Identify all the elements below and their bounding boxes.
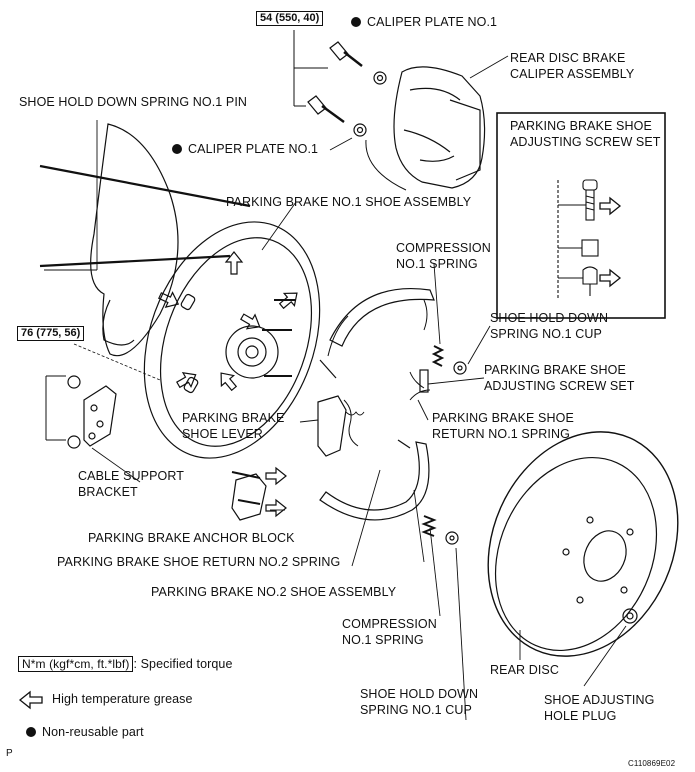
- rear-disc-caliper-label-2: CALIPER ASSEMBLY: [510, 67, 635, 81]
- compression-top-label-2: NO.1 SPRING: [396, 257, 478, 271]
- caliper-bolts: [293, 30, 387, 137]
- hold-cup-bottom-label-2: SPRING NO.1 CUP: [360, 703, 472, 717]
- lever-label-1: PARKING BRAKE: [182, 411, 285, 425]
- footer-left-mark: P: [6, 748, 13, 759]
- rear-disc: [487, 431, 679, 657]
- springs: [409, 345, 467, 545]
- rear-disc-label: REAR DISC: [490, 663, 559, 677]
- no1-shoe-assembly-label: PARKING BRAKE NO.1 SHOE ASSEMBLY: [226, 195, 472, 209]
- compression-bottom-label-2: NO.1 SPRING: [342, 633, 424, 647]
- non-reusable-dot-icon: [172, 144, 182, 154]
- caliper-plate-top-label: CALIPER PLATE NO.1: [351, 14, 497, 30]
- rear-disc-caliper-label-1: REAR DISC BRAKE: [510, 51, 626, 65]
- torque-legend-text: : Specified torque: [133, 657, 233, 671]
- footer-code: C110869E02: [628, 759, 676, 768]
- inset-title-1: PARKING BRAKE SHOE: [510, 119, 652, 133]
- cable-support-bracket: [45, 343, 161, 449]
- caliper-assembly: [365, 55, 509, 191]
- plug-label-2: HOLE PLUG: [544, 709, 617, 723]
- anchor-block: [231, 466, 287, 521]
- caliper-plate-top-text: CALIPER PLATE NO.1: [367, 15, 498, 29]
- lever-label-2: SHOE LEVER: [182, 427, 263, 441]
- caliper-plate-mid-text: CALIPER PLATE NO.1: [188, 142, 319, 156]
- leader-lines: [91, 137, 627, 721]
- steering-knuckle: [39, 120, 251, 357]
- no2-shoe-assembly-label: PARKING BRAKE NO.2 SHOE ASSEMBLY: [151, 585, 397, 599]
- caliper-plate-mid-label: CALIPER PLATE NO.1: [172, 141, 318, 157]
- non-reusable-dot-icon: [26, 727, 36, 737]
- shoe-hold-pin-label: SHOE HOLD DOWN SPRING NO.1 PIN: [19, 95, 248, 109]
- legend-nonreusable: Non-reusable part: [26, 724, 144, 740]
- inset-box: [496, 112, 666, 319]
- inset-adjusting-screw-illustration: [557, 179, 622, 300]
- return-no1-label-2: RETURN NO.1 SPRING: [432, 427, 570, 441]
- inset-title-2: ADJUSTING SCREW SET: [510, 135, 661, 149]
- cable-bracket-label-2: BRACKET: [78, 485, 138, 499]
- adjusting-screw-label-2: ADJUSTING SCREW SET: [484, 379, 635, 393]
- return-no1-label-1: PARKING BRAKE SHOE: [432, 411, 574, 425]
- caliper-torque-spec: 54 (550, 40): [256, 11, 324, 26]
- non-reusable-dot-icon: [351, 17, 361, 27]
- legend-grease-text: High temperature grease: [52, 692, 193, 706]
- nonreusable-text: Non-reusable part: [42, 725, 144, 739]
- compression-top-label-1: COMPRESSION: [396, 241, 491, 255]
- plug-label-1: SHOE ADJUSTING: [544, 693, 655, 707]
- upper-shoe: [319, 288, 435, 379]
- anchor-block-label: PARKING BRAKE ANCHOR BLOCK: [88, 531, 295, 545]
- cable-bracket-label-1: CABLE SUPPORT: [78, 469, 184, 483]
- hold-cup-top-label-2: SPRING NO.1 CUP: [490, 327, 602, 341]
- grease-arrow-icon: [18, 690, 43, 710]
- compression-bottom-label-1: COMPRESSION: [342, 617, 437, 631]
- hold-cup-top-label-1: SHOE HOLD DOWN: [490, 311, 609, 325]
- parking-brake-lever: [317, 395, 365, 457]
- return-no2-label: PARKING BRAKE SHOE RETURN NO.2 SPRING: [57, 555, 341, 569]
- bracket-torque-spec: 76 (775, 56): [17, 326, 85, 341]
- torque-unit-box: N*m (kgf*cm, ft.*lbf): [18, 656, 134, 672]
- legend-torque: N*m (kgf*cm, ft.*lbf): Specified torque: [18, 656, 233, 672]
- backing-plate: [143, 221, 321, 459]
- adjusting-screw-label-1: PARKING BRAKE SHOE: [484, 363, 626, 377]
- lower-shoe: [319, 439, 430, 521]
- hold-cup-bottom-label-1: SHOE HOLD DOWN: [360, 687, 479, 701]
